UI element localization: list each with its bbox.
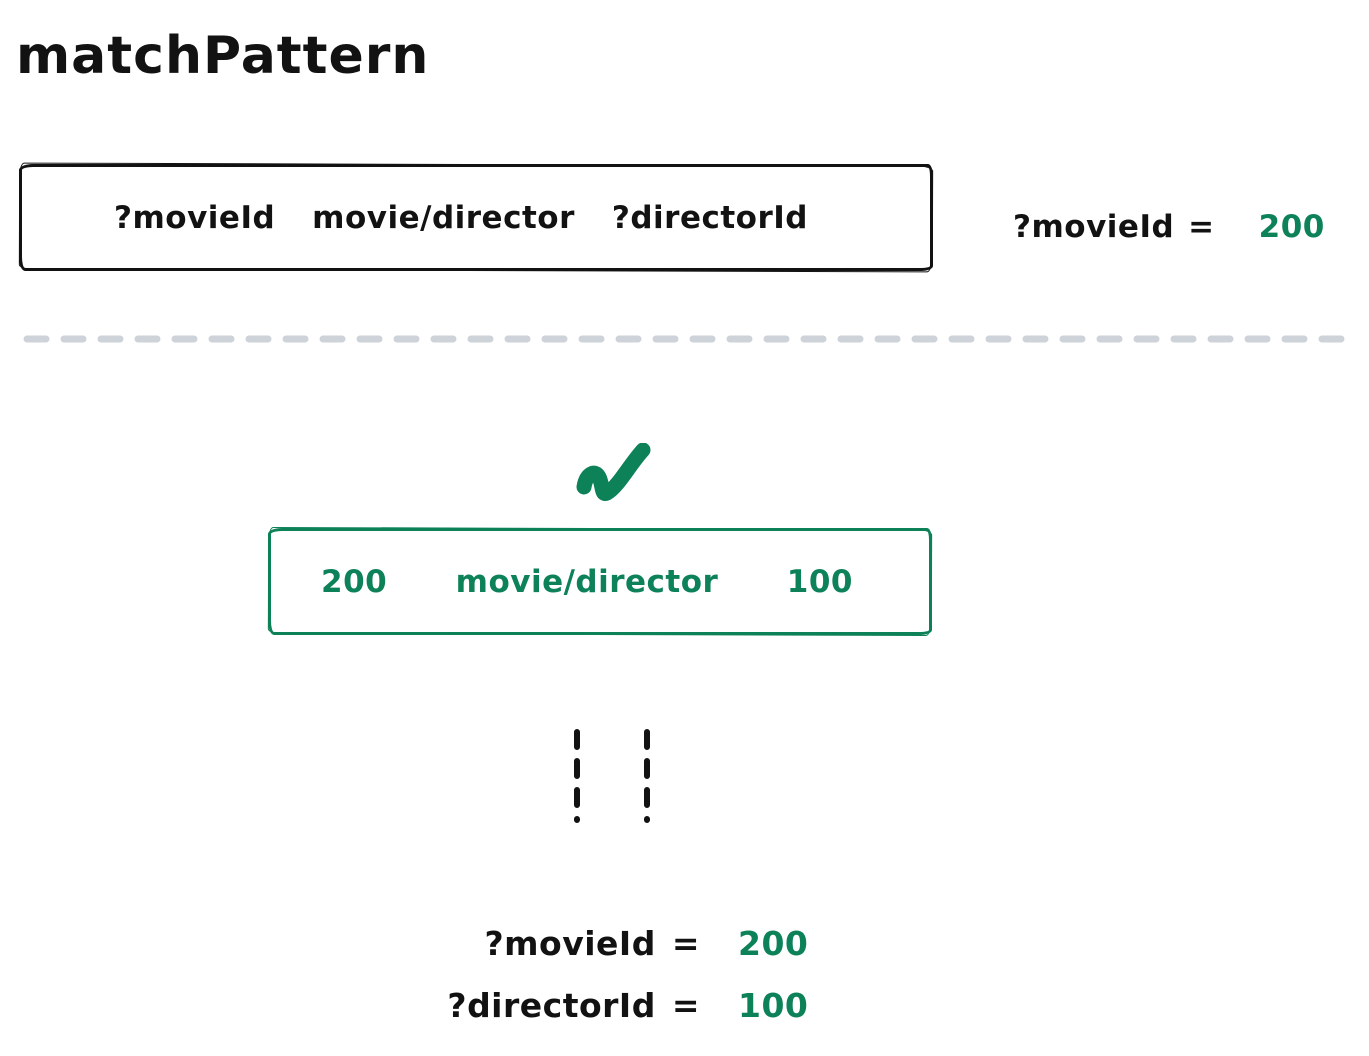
output-binding-variable: ?directorId bbox=[447, 985, 656, 1025]
check-icon bbox=[576, 443, 651, 502]
equals-sign: = bbox=[1188, 209, 1215, 245]
matched-subject: 200 bbox=[321, 563, 388, 600]
output-binding-value: 200 bbox=[738, 923, 809, 963]
pattern-object: ?directorId bbox=[611, 199, 808, 236]
matched-object: 100 bbox=[786, 563, 853, 600]
equals-sign: = bbox=[671, 985, 700, 1025]
diagram-title: matchPattern bbox=[16, 26, 430, 86]
dashed-divider-line bbox=[23, 335, 1350, 343]
input-binding-value: 200 bbox=[1258, 209, 1325, 245]
continuation-dashes bbox=[574, 729, 650, 823]
output-binding-value: 100 bbox=[738, 985, 809, 1025]
input-binding: ?movieId = 200 bbox=[1013, 197, 1325, 257]
pattern-predicate: movie/director bbox=[312, 199, 575, 236]
matched-triple-box: 200 movie/director 100 bbox=[268, 528, 932, 635]
output-binding-variable: ?movieId bbox=[484, 923, 656, 963]
matched-predicate: movie/director bbox=[455, 563, 719, 600]
equals-sign: = bbox=[671, 923, 700, 963]
output-binding-directorid: ?directorId = 100 bbox=[300, 975, 808, 1035]
output-binding-movieid: ?movieId = 200 bbox=[300, 913, 808, 973]
input-binding-variable: ?movieId bbox=[1013, 209, 1175, 245]
pattern-subject: ?movieId bbox=[114, 199, 276, 236]
triple-pattern-box: ?movieId movie/director ?directorId bbox=[19, 164, 933, 271]
